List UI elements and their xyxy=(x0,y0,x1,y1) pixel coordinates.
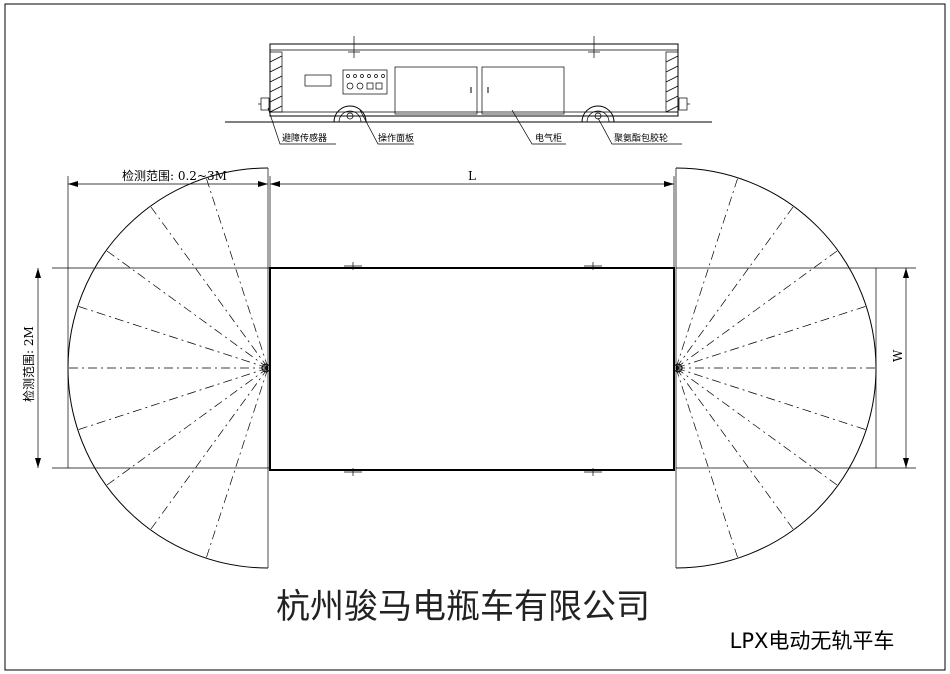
dim-detect-range-length: 检测范围: 0.2~3M xyxy=(122,168,227,183)
company-name: 杭州骏马电瓶车有限公司 xyxy=(276,587,650,627)
pu-wheel-right xyxy=(581,105,615,123)
sensor-ray xyxy=(150,205,269,369)
electric-cabinet-door-left xyxy=(394,66,478,115)
sensor-ray xyxy=(105,367,269,486)
sensor-ray xyxy=(675,367,794,531)
electric-cabinet-door-right xyxy=(481,66,565,115)
label-electric-cabinet: 电气柜 xyxy=(535,132,562,144)
sensor-ray xyxy=(675,367,739,559)
dim-detect-range-width: 检测范围: 2M xyxy=(21,326,36,402)
sensor-ray xyxy=(205,177,269,369)
right-detection-zone xyxy=(675,167,877,569)
label-pu-wheel: 聚氨酯包胶轮 xyxy=(614,132,668,144)
sensor-ray xyxy=(150,367,269,531)
pu-wheel-left xyxy=(333,105,367,123)
label-control-panel: 操作面板 xyxy=(378,132,414,144)
label-obstacle-sensor: 避障传感器 xyxy=(282,132,327,144)
plan-view: 检测范围: 0.2~3M L 检测范围: 2M W xyxy=(21,167,916,569)
dim-length: L xyxy=(468,169,476,183)
drawing-border xyxy=(4,3,946,671)
cart-body-plan xyxy=(269,267,675,471)
sensor-ray xyxy=(675,177,739,369)
sensor-ray xyxy=(675,205,794,369)
sensor-ray xyxy=(675,367,867,431)
sensor-ray xyxy=(77,367,269,431)
sensor-ray xyxy=(675,367,839,486)
product-name: LPX电动无轨平车 xyxy=(730,629,895,653)
sensor-ray xyxy=(105,250,269,369)
side-elevation-view: 避障传感器 操作面板 电气柜 聚氨酯包胶轮 xyxy=(225,36,712,145)
left-detection-zone xyxy=(67,167,269,569)
sensor-ray xyxy=(675,305,867,369)
obstacle-sensor-right xyxy=(678,97,688,111)
display-window xyxy=(304,74,332,87)
dim-width: W xyxy=(891,349,905,362)
sensor-ray xyxy=(77,305,269,369)
sensor-ray xyxy=(675,250,839,369)
sensor-ray xyxy=(205,367,269,559)
control-panel xyxy=(342,69,388,95)
